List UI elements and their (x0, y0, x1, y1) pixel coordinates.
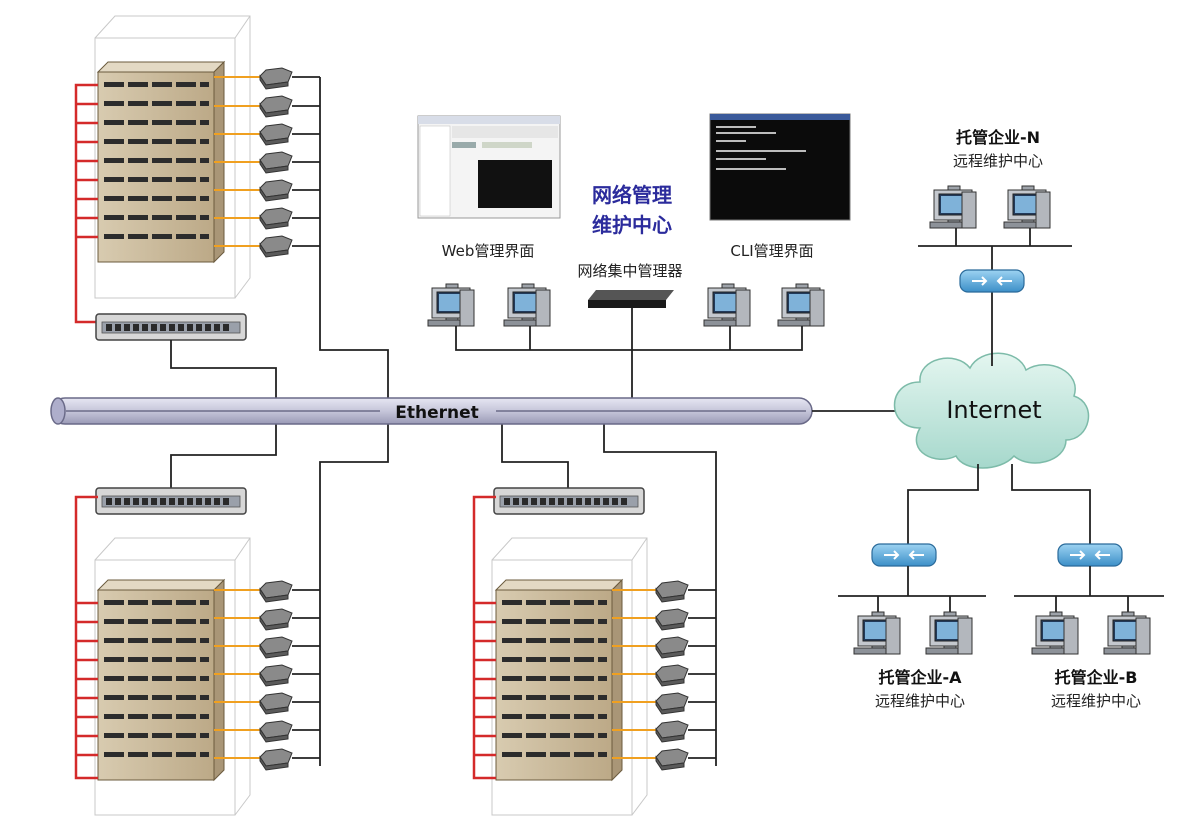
orange-links (214, 76, 262, 247)
orange-links (612, 589, 660, 759)
modem-icon (259, 664, 293, 687)
tenant-a: 托管企业-A 远程维护中心 (838, 543, 986, 710)
pc-workstation-icon (929, 185, 977, 229)
modem-icon (259, 748, 293, 771)
router-switch-icon (1057, 543, 1123, 567)
router-switch-icon (959, 269, 1025, 293)
pc-workstation-icon (777, 283, 825, 327)
ethernet-label: Ethernet (395, 403, 479, 423)
pc-workstation-icon (503, 283, 551, 327)
tenant-name: 托管企业-B (1055, 668, 1138, 687)
modem-links (688, 589, 716, 759)
server-rack-cluster-bottom-left (74, 424, 389, 816)
pc-workstation-icon (1031, 611, 1079, 655)
orange-links (214, 589, 262, 759)
rack-frame (94, 537, 251, 816)
tenant-subtitle: 远程维护中心 (953, 152, 1043, 170)
modem-icon (259, 95, 293, 118)
rack-frame (491, 537, 648, 816)
nms-title-line2: 维护中心 (592, 213, 672, 237)
nms-center: 网络管理 维护中心 Web管理界面 CLI管理界面 网络集中管理器 (417, 113, 851, 398)
modem-links (292, 589, 320, 759)
modem-stack (655, 580, 689, 771)
modem-icon (259, 67, 293, 90)
central-manager-device-icon (588, 290, 674, 308)
nms-links (455, 308, 803, 398)
modem-icon (655, 748, 689, 771)
cli-ui-label: CLI管理界面 (730, 242, 813, 260)
pc-workstation-icon (1103, 611, 1151, 655)
modem-icon (259, 207, 293, 230)
modem-stack (259, 580, 293, 771)
modem-icon (259, 151, 293, 174)
modem-icon (259, 179, 293, 202)
pc-workstation-icon (703, 283, 751, 327)
internet-label: Internet (946, 396, 1041, 424)
cloud-icon: Internet (893, 352, 1090, 469)
cli-terminal-screenshot-icon (709, 113, 851, 221)
tenant-name: 托管企业-N (956, 128, 1040, 147)
console-server-icon (493, 487, 645, 515)
router-switch-icon (871, 543, 937, 567)
modem-icon (655, 608, 689, 631)
modem-icon (655, 636, 689, 659)
server-rack-cluster-top-left (74, 15, 389, 398)
modem-icon (259, 608, 293, 631)
tenant-name: 托管企业-A (878, 668, 962, 687)
pc-workstation-icon (925, 611, 973, 655)
server-rack-icon (495, 579, 623, 781)
modem-icon (259, 692, 293, 715)
modem-icon (655, 692, 689, 715)
console-server-link (170, 340, 277, 398)
tenant-subtitle: 远程维护中心 (1051, 692, 1141, 710)
modem-links (292, 76, 389, 398)
tenant-b: 托管企业-B 远程维护中心 (1014, 543, 1164, 710)
server-rack-cluster-bottom-middle (472, 424, 717, 816)
red-serial-links (74, 83, 98, 324)
pc-workstation-icon (1003, 185, 1051, 229)
pc-workstation-icon (853, 611, 901, 655)
web-ui-label: Web管理界面 (442, 242, 535, 260)
modem-icon (259, 636, 293, 659)
server-rack-icon (97, 579, 225, 781)
tenant-n: 托管企业-N 远程维护中心 (918, 128, 1072, 366)
console-server-icon (95, 487, 247, 515)
modem-icon (259, 720, 293, 743)
nms-title-line1: 网络管理 (592, 183, 672, 207)
tenant-subtitle: 远程维护中心 (875, 692, 965, 710)
red-serial-links (74, 495, 98, 780)
console-server-icon (95, 313, 247, 341)
rack-frame (94, 15, 251, 299)
pc-workstation-icon (427, 283, 475, 327)
central-manager-label: 网络集中管理器 (577, 262, 682, 280)
modem-icon (655, 720, 689, 743)
modem-icon (259, 235, 293, 258)
modem-icon (259, 580, 293, 603)
server-rack-icon (97, 61, 225, 263)
modem-stack (259, 67, 293, 258)
modem-icon (259, 123, 293, 146)
web-ui-screenshot-icon (417, 115, 561, 219)
ethernet-bus-icon: Ethernet (50, 397, 813, 425)
modem-icon (655, 664, 689, 687)
red-serial-links (472, 495, 496, 780)
internet-to-tenants-links (907, 464, 1091, 544)
modem-icon (655, 580, 689, 603)
